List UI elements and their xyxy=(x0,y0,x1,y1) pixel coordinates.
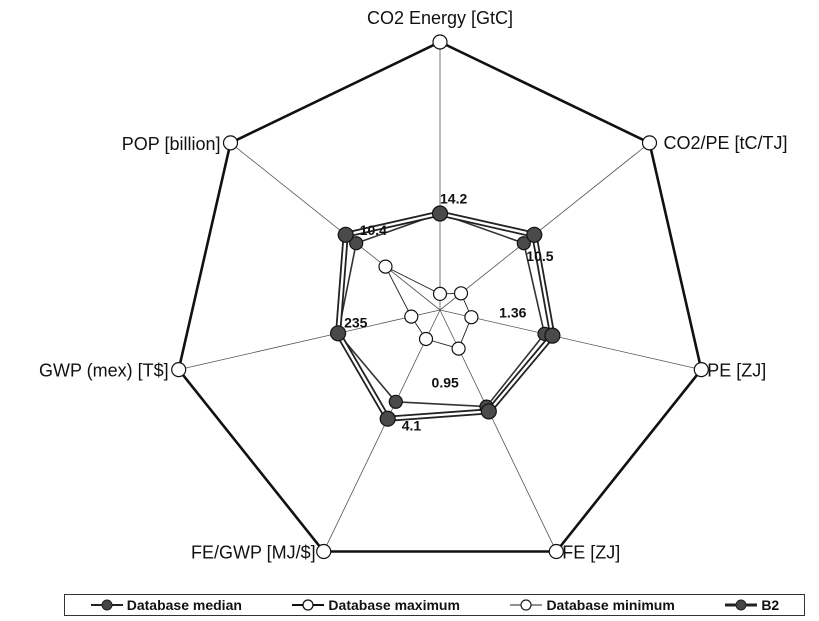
axis-label-fe-gwp-mj: FE/GWP [MJ/$] xyxy=(191,543,316,563)
legend-item-minimum: Database minimum xyxy=(509,597,675,613)
point-minimum-gwp-mex-t xyxy=(404,309,419,324)
point-maximum-pop-billion xyxy=(222,135,239,151)
point-minimum-fe-gwp-mj xyxy=(418,331,434,347)
point-maximum-gwp-mex-t xyxy=(171,362,187,378)
spoke-fe-gwp-mj xyxy=(323,309,441,552)
spoke-gwp-mex-t xyxy=(178,309,441,371)
legend-label-minimum: Database minimum xyxy=(546,597,675,613)
axis-label-pe-zj: PE [ZJ] xyxy=(707,361,766,381)
legend-label-b2: B2 xyxy=(761,597,780,613)
legend-item-maximum: Database maximum xyxy=(291,597,460,613)
axis-label-fe-zj: FE [ZJ] xyxy=(562,543,620,563)
legend-marker-minimum-icon xyxy=(510,599,543,611)
point-b2-fe-zj xyxy=(480,403,497,420)
point-maximum-fe-gwp-mj xyxy=(316,543,332,560)
point-median-pop-billion xyxy=(349,236,364,251)
legend-label-maximum: Database maximum xyxy=(328,597,460,613)
point-median-fe-gwp-mj xyxy=(388,394,403,409)
value-label-pop-billion: 10.4 xyxy=(360,222,387,238)
point-b2-pe-zj xyxy=(544,327,561,344)
value-label-co2-energy-gtc: 14.2 xyxy=(440,191,467,207)
axis-label-gwp-mex-t: GWP (mex) [T$] xyxy=(39,361,169,381)
spoke-pe-zj xyxy=(439,309,702,371)
spoke-pop-billion xyxy=(230,142,441,311)
point-median-co2-pe-tc-tj xyxy=(516,236,531,251)
legend-item-b2: B2 xyxy=(724,597,779,613)
series-line-b2-inner xyxy=(336,212,554,420)
point-b2-fe-gwp-mj xyxy=(379,410,396,427)
point-maximum-pe-zj xyxy=(693,362,709,378)
legend-label-median: Database median xyxy=(126,597,242,613)
point-b2-co2-pe-tc-tj xyxy=(526,226,543,243)
axis-label-co2-pe-tc-tj: CO2/PE [tC/TJ] xyxy=(664,133,788,153)
point-minimum-pop-billion xyxy=(378,259,393,274)
series-line-maximum xyxy=(177,40,703,553)
point-minimum-pe-zj xyxy=(464,310,479,325)
point-b2-gwp-mex-t xyxy=(330,325,347,342)
value-label-pe-zj: 1.36 xyxy=(499,305,526,321)
point-minimum-fe-zj xyxy=(451,341,466,356)
value-label-fe-gwp-mj: 4.1 xyxy=(402,418,422,434)
point-b2-pop-billion xyxy=(337,226,354,243)
value-label-gwp-mex-t: 235 xyxy=(344,314,368,330)
point-maximum-fe-zj xyxy=(548,543,564,560)
point-maximum-co2-pe-tc-tj xyxy=(641,135,658,151)
value-label-fe-zj: 0.95 xyxy=(432,374,459,390)
legend-marker-b2-icon xyxy=(725,599,758,611)
legend-marker-median-icon xyxy=(90,599,123,611)
point-minimum-co2-energy-gtc xyxy=(432,286,448,301)
axis-label-pop-billion: POP [billion] xyxy=(122,134,221,154)
axis-label-co2-energy-gtc: CO2 Energy [GtC] xyxy=(367,8,513,28)
legend-marker-maximum-icon xyxy=(292,599,325,611)
point-maximum-co2-energy-gtc xyxy=(432,34,448,50)
series-line-median xyxy=(337,212,546,408)
legend: Database median Database maximum Databas… xyxy=(64,594,805,616)
legend-item-median: Database median xyxy=(90,597,242,613)
spoke-co2-pe-tc-tj xyxy=(439,142,650,311)
point-b2-co2-energy-gtc xyxy=(431,205,449,222)
point-minimum-co2-pe-tc-tj xyxy=(453,286,469,301)
value-label-co2-pe-tc-tj: 10.5 xyxy=(526,248,553,264)
